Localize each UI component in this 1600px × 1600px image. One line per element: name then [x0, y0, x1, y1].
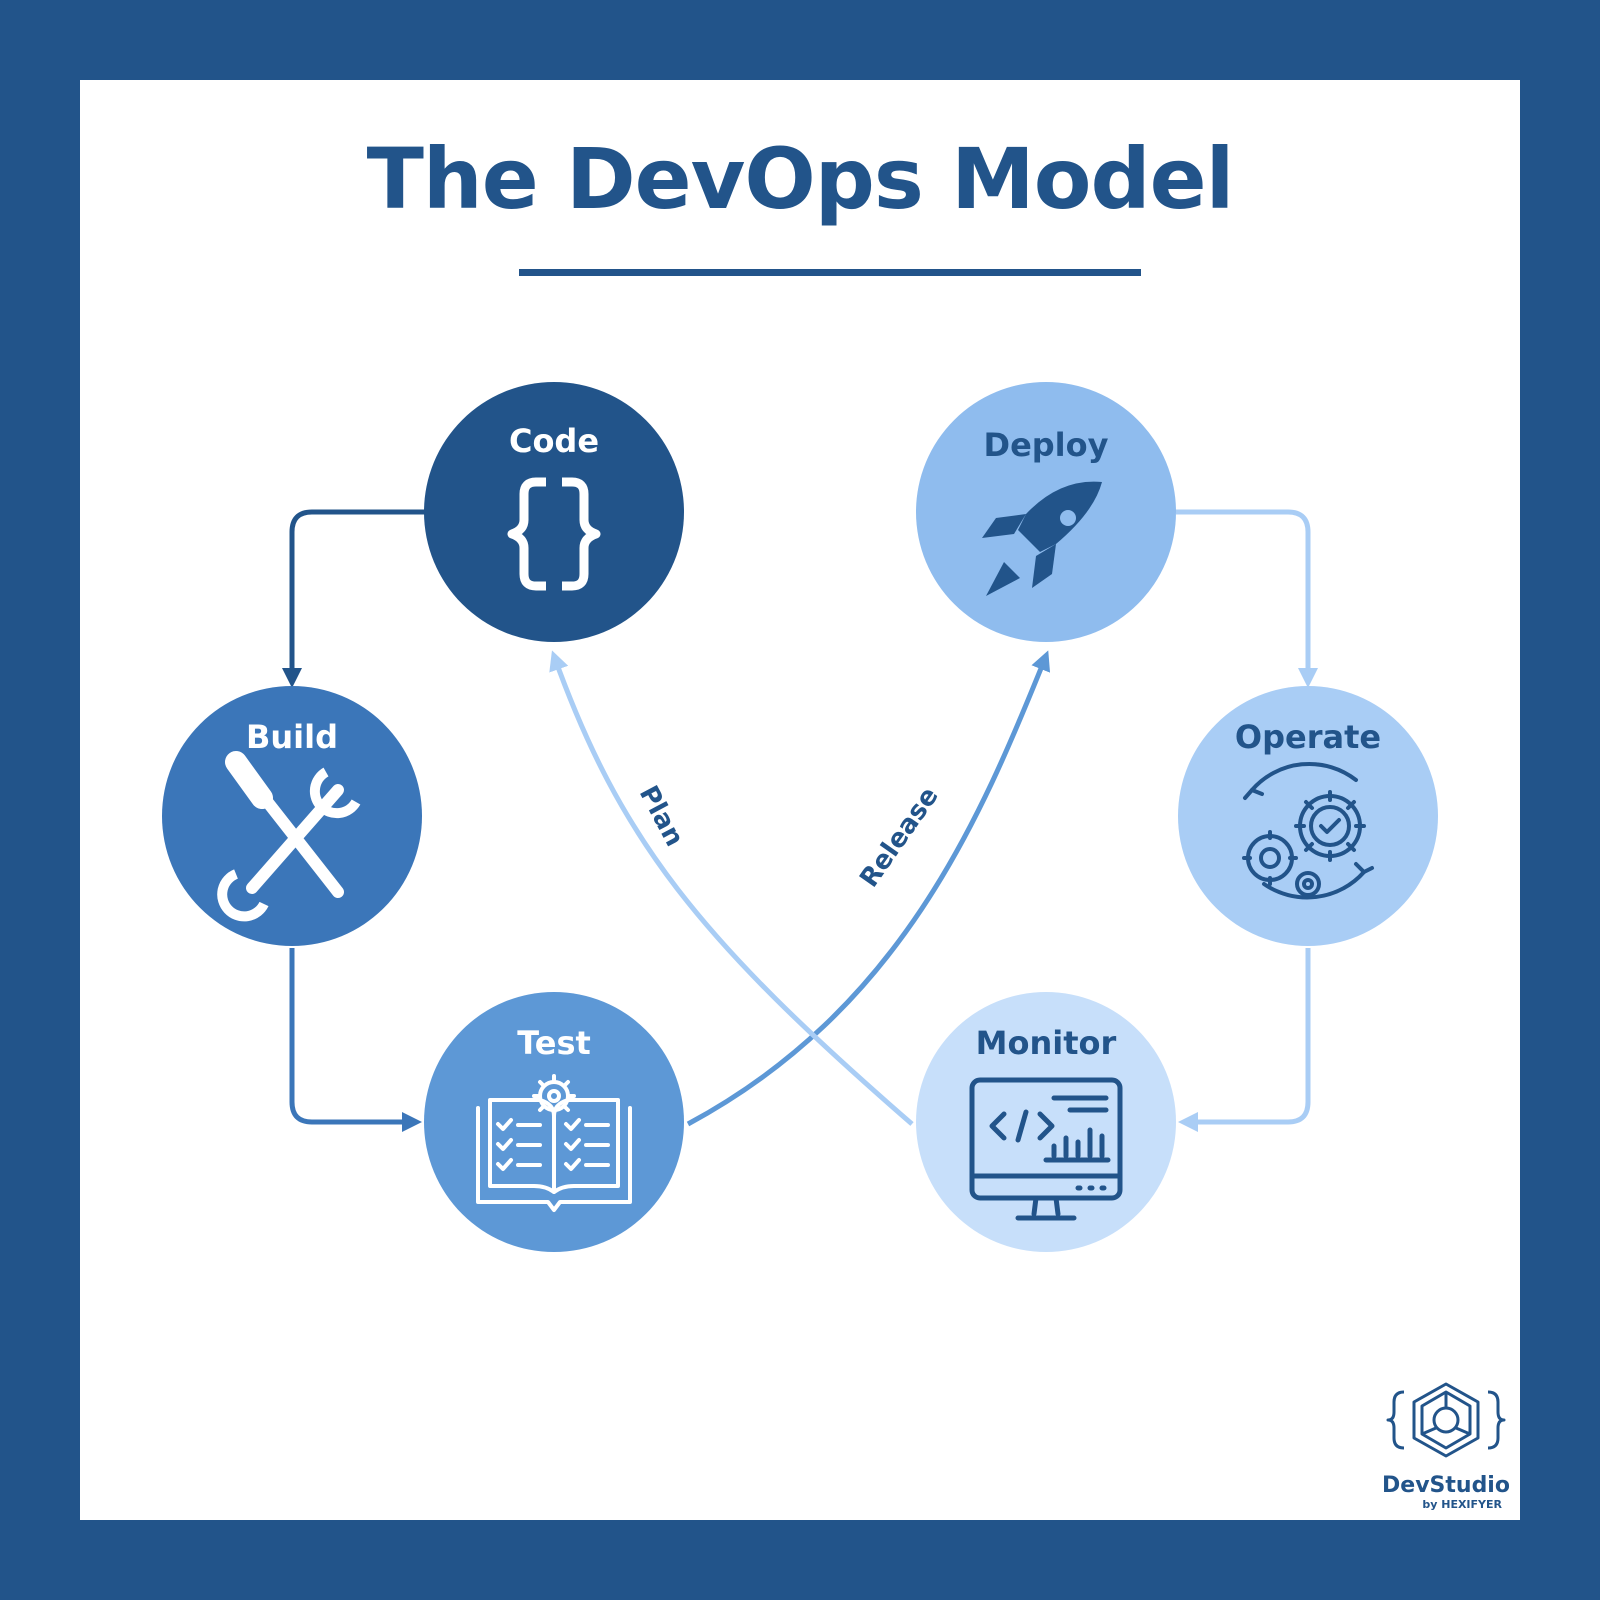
title-underline: [519, 269, 1141, 276]
diagram-title: The DevOps Model: [366, 130, 1235, 228]
wrench-screwdriver-icon: [217, 751, 361, 922]
node-operate: Operate: [1178, 686, 1438, 946]
brand-name: DevStudio: [1382, 1473, 1510, 1498]
connector-build-to-test: [289, 948, 422, 1132]
gears-cycle-icon: [1242, 761, 1374, 900]
arc-plan: [549, 650, 914, 1126]
node-operate-label: Operate: [1235, 718, 1381, 756]
code-monitor-icon: [969, 1077, 1123, 1221]
node-deploy: Deploy: [916, 382, 1176, 642]
rocket-icon: [982, 481, 1102, 596]
node-build-label: Build: [246, 718, 338, 756]
node-test: Test: [424, 992, 684, 1252]
checklist-book-icon: [476, 1074, 632, 1212]
connector-code-to-build: [282, 509, 425, 688]
release-label: Release: [854, 782, 944, 893]
brand-byline: by HEXIFYER: [1422, 1498, 1502, 1511]
node-build: Build: [162, 686, 422, 946]
hexagon-braces-logo: [1386, 1382, 1506, 1458]
node-test-label: Test: [517, 1024, 591, 1062]
node-monitor-label: Monitor: [976, 1024, 1117, 1062]
node-code-label: Code: [509, 422, 599, 460]
connector-operate-to-monitor: [1178, 948, 1311, 1132]
node-monitor: Monitor: [916, 992, 1176, 1252]
connector-deploy-to-operate: [1176, 509, 1318, 688]
node-deploy-label: Deploy: [984, 426, 1109, 464]
node-code: Code: [424, 382, 684, 642]
devstudio-logo: DevStudio by HEXIFYER: [1382, 1382, 1510, 1511]
curly-braces-icon: [507, 477, 601, 591]
arc-release: [686, 650, 1051, 1127]
